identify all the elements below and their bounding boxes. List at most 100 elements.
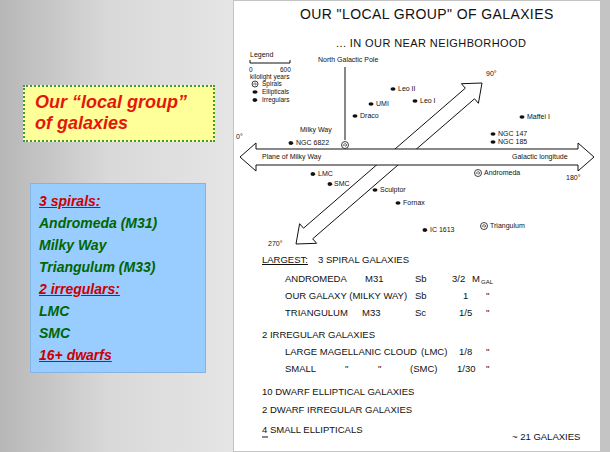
spiral-ring xyxy=(481,223,488,230)
table-cell: 4 SMALL ELLIPTICALS xyxy=(262,425,363,435)
title-box: Our “local group” of galaxies xyxy=(23,85,215,142)
table-cell: " xyxy=(486,347,489,357)
handwritten-page: OUR "LOCAL GROUP" OF GALAXIES ... IN OUR … xyxy=(233,0,601,452)
table-cell: Sb xyxy=(415,291,427,301)
table-cell: M33 xyxy=(362,308,380,318)
map-label: Leo II xyxy=(398,85,416,92)
table-cell: Sc xyxy=(415,308,426,318)
table-cell: " xyxy=(378,364,381,374)
irregular-galaxy xyxy=(311,172,316,176)
irregular-galaxy xyxy=(328,182,333,186)
table-cell: 3/2 xyxy=(452,274,465,284)
map-label: North Galactic Pole xyxy=(318,56,378,63)
elliptical-galaxy xyxy=(491,140,496,144)
table-cell: 2 IRREGULAR GALAXIES xyxy=(262,330,375,340)
map-label: IC 1613 xyxy=(430,226,455,233)
spiral-ring xyxy=(252,81,258,87)
map-label: Draco xyxy=(360,112,379,119)
summary-line: 16+ dwarfs xyxy=(39,344,197,366)
table-cell: OUR GALAXY (MILKY WAY) xyxy=(285,291,407,301)
table-cell: 3 SPIRAL GALAXIES xyxy=(318,255,409,265)
spiral-arm xyxy=(343,144,346,146)
map-label: 0° xyxy=(236,133,243,140)
summary-line: Triangulum (M33) xyxy=(39,256,197,278)
table-cell: M xyxy=(472,274,480,284)
spiral-galaxy xyxy=(481,223,488,230)
table-cell: GAL xyxy=(481,279,493,285)
irregular-symbol xyxy=(253,98,258,102)
summary-box: 3 spirals:Andromeda (M31)Milky WayTriang… xyxy=(30,183,206,373)
scale-tick xyxy=(290,60,291,63)
scale-tick xyxy=(250,60,251,63)
map-label: LMC xyxy=(318,170,333,177)
page-heading: OUR "LOCAL GROUP" OF GALAXIES xyxy=(300,7,554,22)
map-label: Fornax xyxy=(403,199,425,206)
table-cell: SMALL xyxy=(285,364,316,374)
summary-line: 3 spirals: xyxy=(39,190,197,212)
elliptical-galaxy xyxy=(396,201,401,205)
summary-line: Andromeda (M31) xyxy=(39,212,197,234)
table-cell: M31 xyxy=(365,274,383,284)
scale-bar xyxy=(250,63,290,64)
map-label: UMI xyxy=(376,100,389,107)
table-cell: 2 DWARF IRREGULAR GALAXIES xyxy=(262,405,412,415)
map-label: Sculptor xyxy=(380,186,406,193)
table-cell: ANDROMEDA xyxy=(285,274,347,284)
legend-text: Spirals xyxy=(262,81,282,88)
paper-sheet xyxy=(233,0,601,452)
table-cell: Sb xyxy=(415,274,427,284)
irregular-galaxy xyxy=(289,141,294,145)
slide-title: Our “local group” of galaxies xyxy=(35,92,201,134)
map-label: NGC 185 xyxy=(498,138,527,145)
map-label: 600 xyxy=(280,67,291,74)
table-cell: ~ 21 GALAXIES xyxy=(512,432,580,442)
table-cell: TRIANGULUM xyxy=(285,308,348,318)
elliptical-galaxy xyxy=(373,188,378,192)
spiral-galaxy xyxy=(342,142,349,149)
map-label: 270° xyxy=(268,240,282,247)
table-cell: 1/5 xyxy=(459,308,472,318)
spiral-symbol xyxy=(252,81,258,87)
elliptical-symbol xyxy=(252,90,257,94)
table-cell: 1/8 xyxy=(459,347,472,357)
map-label: Legend xyxy=(250,51,273,58)
spiral-galaxy xyxy=(475,170,482,177)
map-label: SMC xyxy=(334,180,350,187)
elliptical-galaxy xyxy=(353,114,358,118)
map-label: Leo I xyxy=(420,97,436,104)
map-label: Galactic longitude xyxy=(512,153,568,160)
table-cell: LARGEST: xyxy=(262,255,308,265)
elliptical-galaxy xyxy=(369,102,374,106)
page-heading: ... IN OUR NEAR NEIGHBORHOOD xyxy=(336,37,526,49)
summary-line: SMC xyxy=(39,322,197,344)
spiral-arm xyxy=(254,83,257,85)
table-cell: " xyxy=(486,308,489,318)
map-label: Triangulum xyxy=(490,222,525,229)
map-label: Andromeda xyxy=(484,169,520,176)
table-cell: " xyxy=(345,364,348,374)
map-label: 0 xyxy=(249,67,253,74)
map-label: Plane of Milky Way xyxy=(262,153,321,160)
legend-text: Ellipticals xyxy=(262,89,289,96)
summary-line: LMC xyxy=(39,300,197,322)
table-cell: " xyxy=(486,291,489,301)
table-cell: 1 xyxy=(463,291,468,301)
spiral-arm xyxy=(476,172,479,174)
table-cell: (SMC) xyxy=(410,364,437,374)
map-label: NGC 147 xyxy=(498,130,527,137)
table-cell: (LMC) xyxy=(421,347,447,357)
map-label: 90° xyxy=(486,70,497,77)
summary-line: 2 irregulars: xyxy=(39,278,197,300)
galactic-plane-arrow xyxy=(240,143,594,171)
hand-underline xyxy=(262,437,268,438)
spiral-ring xyxy=(475,170,482,177)
elliptical-galaxy xyxy=(520,115,525,119)
spiral-arm xyxy=(482,225,485,227)
map-label: NGC 6822 xyxy=(296,139,329,146)
elliptical-galaxy xyxy=(413,99,418,103)
elliptical-galaxy xyxy=(491,132,496,136)
spiral-ring xyxy=(342,142,349,149)
pole-axis xyxy=(345,67,346,140)
table-cell: 1/30 xyxy=(457,364,476,374)
